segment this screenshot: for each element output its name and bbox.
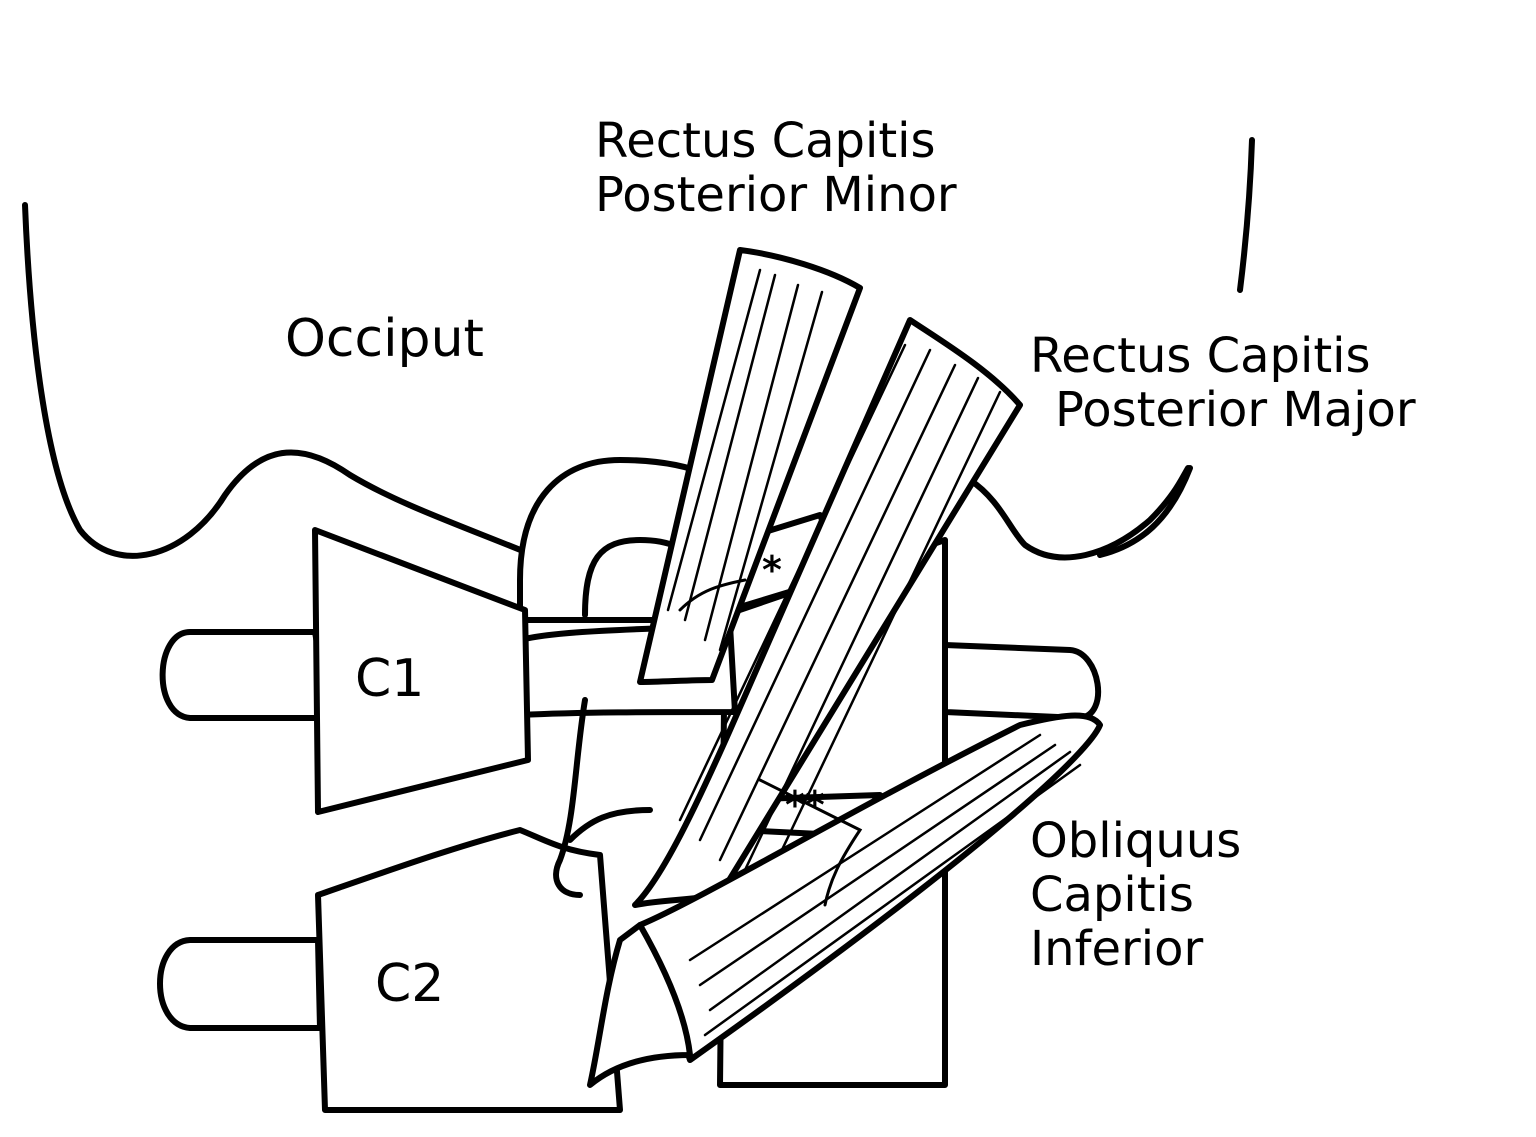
label-rcp-major-line2: Posterior Major [1055,381,1416,438]
occiput-outline-right [967,465,1191,561]
label-occiput: Occiput [285,309,484,369]
label-c2: C2 [375,954,445,1014]
label-rcp-minor-line1: Rectus Capitis [595,113,936,169]
rcp-minor-muscle [637,247,863,685]
c2-body [315,827,623,1113]
rcp-major-leader-top [1237,137,1255,293]
label-rcp-major: Rectus Capitis Posterior Major [1030,328,1416,438]
single-star-marker: * [762,548,782,592]
label-rcp-minor: Rectus Capitis Posterior Minor [595,113,957,223]
label-oci-line2: Capitis [1030,866,1194,923]
label-rcp-minor-line2: Posterior Minor [595,166,957,223]
label-oci-line3: Inferior [1030,920,1204,977]
oci-muscle [587,712,1103,1088]
c2-left-process [157,937,323,1031]
occiput-outline [22,202,548,563]
label-c1: C1 [355,649,425,709]
rcp-major-muscle [632,317,1023,908]
c1-left-process [159,629,333,721]
label-oci-line1: Obliquus [1030,813,1242,869]
c1-body [312,527,531,815]
c1-right-process [942,642,1102,721]
label-rcp-major-line1: Rectus Capitis [1030,328,1371,384]
rcp-major-leader-bottom [1097,465,1193,558]
label-oci: Obliquus Capitis Inferior [1030,813,1242,977]
double-star-marker: ** [785,783,825,827]
c2-body-top [567,807,653,843]
